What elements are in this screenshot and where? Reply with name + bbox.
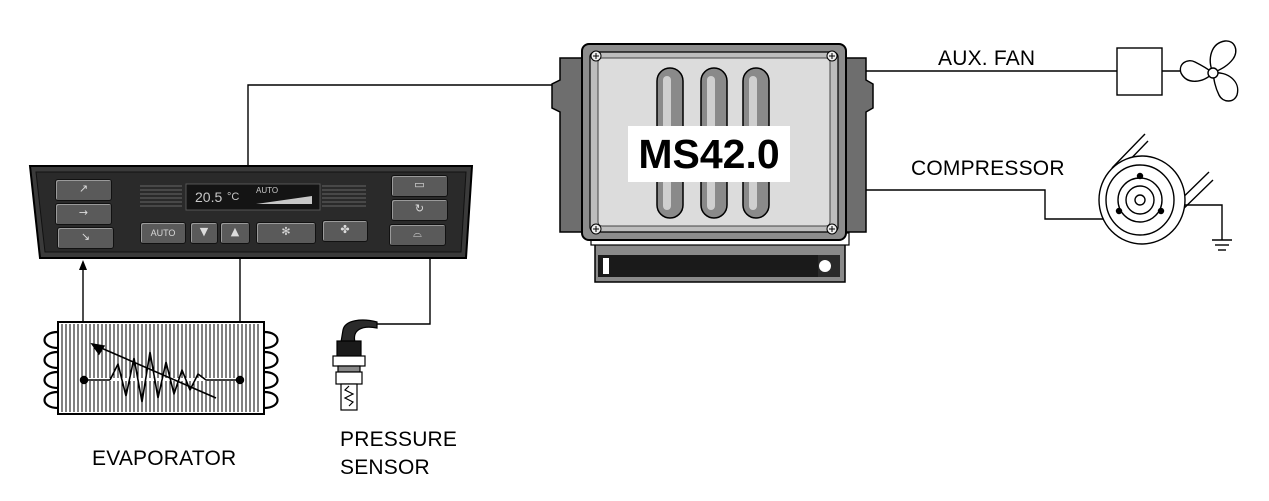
- fan-button[interactable]: ✤: [322, 220, 368, 242]
- temperature-down-button[interactable]: ▼: [190, 222, 218, 244]
- auto-button[interactable]: AUTO: [140, 222, 186, 244]
- pressure-sensor-label-line1: PRESSURE: [340, 428, 458, 451]
- wire-panel-to-pressure-sensor: [377, 258, 431, 325]
- rear-defrost-button[interactable]: ▭: [391, 175, 448, 197]
- panel-display: [185, 183, 321, 211]
- wire-panel-to-ecu: [247, 84, 560, 166]
- temperature-unit: °C: [227, 191, 240, 203]
- auto-button-label: AUTO: [150, 228, 176, 238]
- evaporator-label: EVAPORATOR: [92, 447, 237, 470]
- aux-fan-relay-box: [1116, 47, 1163, 96]
- defrost-air-icon: ↗: [78, 182, 89, 195]
- defrost-air-button[interactable]: ↗: [55, 179, 112, 201]
- ac-button[interactable]: ✻: [256, 222, 316, 244]
- windshield-heat-icon: ⌓: [413, 227, 422, 240]
- compressor-label: COMPRESSOR: [911, 157, 1065, 180]
- up-arrow-icon: ▲: [230, 225, 240, 238]
- fan-icon: ✤: [340, 223, 350, 236]
- foot-air-button[interactable]: ↘: [57, 227, 114, 249]
- wire-ecu-to-compressor: [866, 189, 1110, 220]
- mode-readout: AUTO: [256, 186, 279, 195]
- ecu-module: [551, 43, 874, 283]
- compressor-icon: [1098, 133, 1232, 251]
- fan-icon: [1179, 40, 1239, 102]
- ecu-title: MS42.0: [638, 131, 780, 177]
- temperature-readout: 20.5: [195, 189, 223, 205]
- fan-speed-bar-icon: [256, 196, 312, 204]
- aux-fan: [1116, 40, 1239, 102]
- pressure-sensor-label-line2: SENSOR: [340, 456, 430, 479]
- temperature-up-button[interactable]: ▲: [220, 222, 250, 244]
- recirculation-button[interactable]: ↻: [391, 199, 448, 221]
- face-air-button[interactable]: →: [55, 203, 112, 225]
- arrow-head-icon: [79, 260, 87, 270]
- rear-defrost-icon: ▭: [414, 178, 425, 191]
- snowflake-icon: ✻: [281, 225, 291, 238]
- ecu-label-plate: [628, 126, 790, 182]
- windshield-heat-button[interactable]: ⌓: [389, 224, 446, 246]
- aux-fan-label: AUX. FAN: [938, 47, 1036, 70]
- face-air-icon: →: [78, 206, 89, 219]
- foot-air-icon: ↘: [80, 230, 91, 243]
- recirculation-icon: ↻: [414, 202, 425, 215]
- down-arrow-icon: ▼: [199, 225, 209, 238]
